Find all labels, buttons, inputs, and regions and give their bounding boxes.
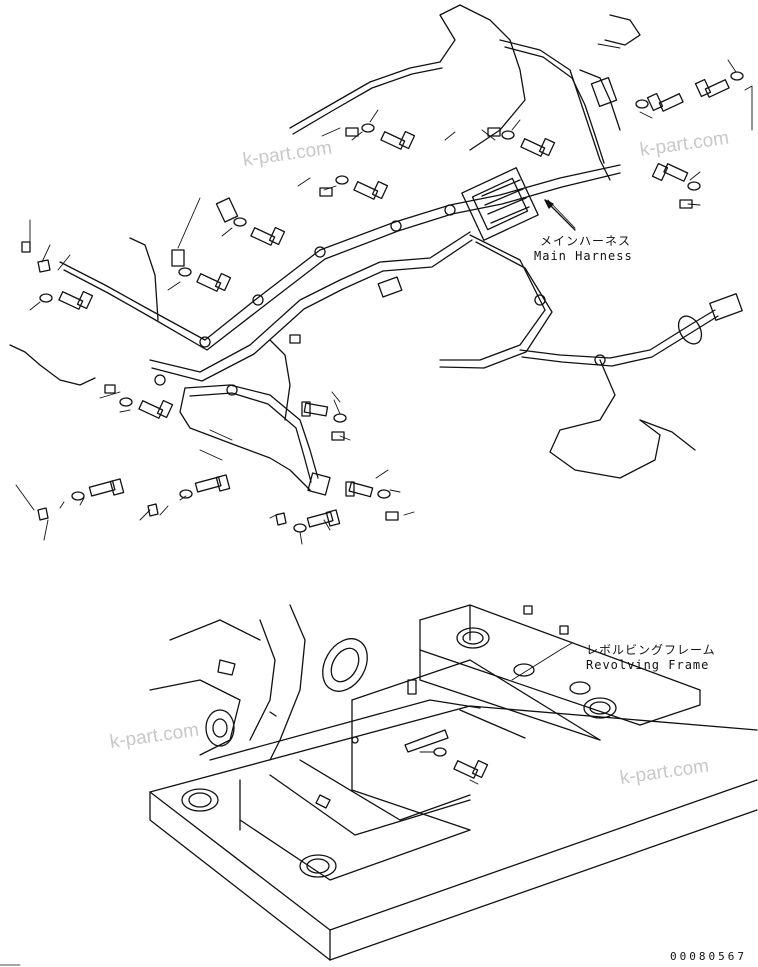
bolt-6 [520,137,556,157]
hardware-bolts [58,78,730,779]
bolt-11 [301,401,329,417]
main-harness-label-en: Main Harness [534,249,633,263]
bolt-12 [88,478,125,497]
bolt-7 [646,92,684,112]
bolt-4 [353,180,389,200]
main-harness-arrow [544,199,576,231]
bolt-9 [651,162,689,182]
bolt-1 [58,290,94,310]
bolt-14 [306,509,341,528]
bolt-3 [250,226,286,246]
revolving-frame-label-jp: レボルビングフレーム [586,643,716,657]
revolving-frame [149,604,758,961]
document-number: 00080567 [670,950,747,963]
revolving-frame-label-en: Revolving Frame [586,658,710,672]
bolt-10 [138,399,174,419]
bolt-2 [196,272,232,292]
bolt-8 [694,78,730,98]
bolt-13 [194,474,231,493]
bolt-15 [345,481,374,498]
leader-lines [15,43,753,785]
bolt-16 [453,759,489,779]
hardware-clips [21,127,693,526]
bolt-5 [380,130,416,150]
main-harness [9,4,743,496]
main-harness-label-jp: メインハーネス [540,234,632,248]
